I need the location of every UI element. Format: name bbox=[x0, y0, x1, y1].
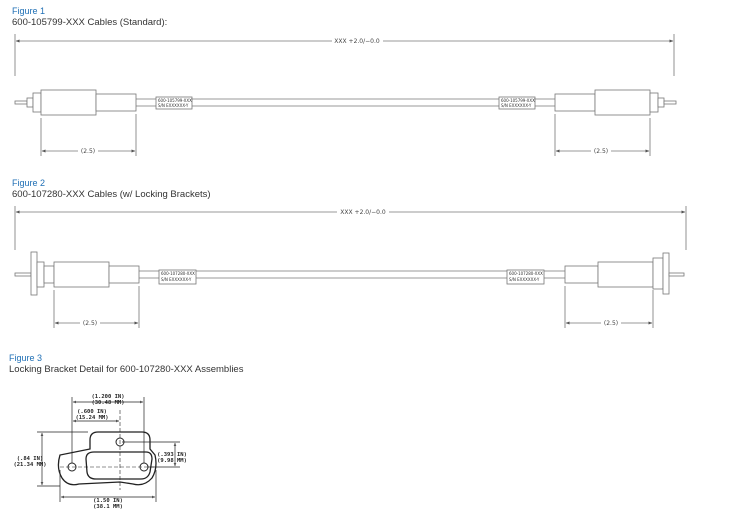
figure1-drawing bbox=[14, 34, 677, 156]
fig3-width-mm: (30.48 MM) bbox=[91, 400, 124, 406]
fig2-right-flange bbox=[652, 257, 664, 290]
fig1-left-nut bbox=[26, 97, 34, 108]
figure2-caption: 600-107280-XXX Cables (w/ Locking Bracke… bbox=[12, 189, 211, 200]
fig2-tag-right-part: 600-107280-XXX bbox=[509, 271, 543, 276]
fig2-right-dim: (2.5) bbox=[604, 320, 618, 327]
fig2-left-pin bbox=[14, 272, 32, 277]
fig1-tag-right-part: 600-105799-XXX bbox=[501, 98, 535, 103]
figure3-label: Figure 3 bbox=[9, 353, 43, 363]
fig2-tag-right-serial: S/N EXXXXXX-Y bbox=[509, 277, 540, 282]
fig1-right-dim: (2.5) bbox=[594, 148, 608, 155]
fig1-left-boot bbox=[95, 93, 137, 112]
fig2-tag-left-part: 600-107280-XXX bbox=[161, 271, 195, 276]
fig1-right-pin bbox=[663, 100, 677, 105]
fig1-left-dim: (2.5) bbox=[81, 148, 95, 155]
figure1-caption: 600-105799-XXX Cables (Standard): bbox=[12, 17, 168, 28]
fig2-left-bracket bbox=[30, 251, 38, 296]
fig2-right-body bbox=[597, 261, 654, 288]
bracket-opening bbox=[85, 451, 153, 480]
fig1-overall-dim: XXX +2.0/−0.0 bbox=[334, 38, 380, 45]
fig1-tag-right-serial: S/N EXXXXXX-Y bbox=[501, 103, 532, 108]
fig2-right-boot bbox=[564, 265, 599, 284]
fig3-hole-in: (.600 IN) bbox=[77, 409, 107, 415]
fig3-bottom-mm: (38.1 MM) bbox=[93, 504, 123, 510]
fig1-left-pin bbox=[14, 100, 28, 105]
fig3-hole-mm: (15.24 MM) bbox=[75, 415, 108, 421]
fig3-bottom-in: (1.50 IN) bbox=[93, 498, 123, 504]
fig2-right-bracket bbox=[662, 252, 670, 295]
fig1-right-body bbox=[594, 89, 651, 116]
fig3-height-mm: (21.34 MM) bbox=[13, 462, 46, 468]
fig1-left-collar bbox=[32, 92, 42, 113]
bracket-outline bbox=[57, 431, 157, 486]
fig1-right-boot bbox=[554, 93, 596, 112]
fig3-width-in: (1.200 IN) bbox=[91, 394, 124, 400]
figure2-label: Figure 2 bbox=[12, 178, 46, 188]
fig1-right-nut bbox=[657, 97, 665, 108]
fig1-right-collar bbox=[649, 92, 659, 113]
fig2-right-pin bbox=[668, 272, 685, 277]
fig3-right-in: (.393 IN) bbox=[157, 452, 187, 458]
fig1-tag-left-serial: S/N EXXXXXX-Y bbox=[158, 103, 189, 108]
figure3-drawing bbox=[37, 397, 180, 502]
fig3-right-mm: (9.98 MM) bbox=[157, 458, 187, 464]
fig1-left-body bbox=[40, 89, 97, 116]
figure1-label: Figure 1 bbox=[12, 6, 46, 16]
fig2-tag-left-serial: S/N EXXXXXX-Y bbox=[161, 277, 192, 282]
fig2-left-body bbox=[53, 261, 110, 288]
fig2-left-boot bbox=[108, 265, 140, 284]
fig3-height-in: (.84 IN) bbox=[17, 456, 44, 462]
fig2-left-collar bbox=[43, 265, 55, 284]
fig2-left-dim: (2.5) bbox=[83, 320, 97, 327]
fig2-tag-right bbox=[506, 269, 545, 285]
fig1-tag-left bbox=[155, 96, 193, 110]
fig1-tag-right bbox=[498, 96, 536, 110]
fig2-left-flange bbox=[36, 261, 45, 288]
fig2-overall-dim: XXX +2.0/−0.0 bbox=[340, 209, 386, 216]
figure2-drawing bbox=[14, 206, 687, 328]
figure3-caption: Locking Bracket Detail for 600-107280-XX… bbox=[9, 364, 244, 375]
fig1-tag-left-part: 600-105799-XXX bbox=[158, 98, 192, 103]
fig2-tag-left bbox=[158, 269, 197, 285]
